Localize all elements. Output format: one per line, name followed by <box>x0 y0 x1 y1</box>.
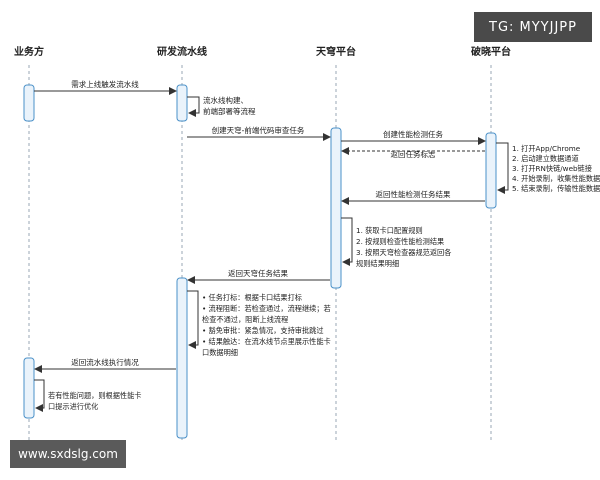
note-line: 3. 打开RN快链/web链接 <box>512 164 592 173</box>
note-line: • 流程阻断：若检查通过，流程继续；若 <box>202 304 331 313</box>
note-line: 2. 按规则检查性能检测结果 <box>356 237 444 246</box>
participant-poxiao: 破晓平台 <box>471 45 511 58</box>
note-line: 3. 按照天穹检查器规范返回各 <box>356 248 451 257</box>
note-line: 前端部署等流程 <box>203 106 256 116</box>
self-call-arrow <box>496 142 509 194</box>
note-line: 5. 结束录制，传输性能数据 <box>512 184 600 193</box>
activation-pipeline-2 <box>176 277 188 439</box>
activation-tianqiong <box>330 127 342 289</box>
message-label: 返回任务标志 <box>391 149 436 159</box>
watermark: www.sxdslg.com <box>10 440 126 468</box>
note-line: • 结果触达：在流水线节点里展示性能卡 <box>202 337 331 346</box>
note-line: 口提示进行优化 <box>48 402 98 411</box>
tg-badge: TG: MYYJJPP <box>474 12 592 42</box>
note-line: 若有性能问题，则根据性能卡 <box>48 391 141 400</box>
note-line: 规则结果明细 <box>356 259 399 268</box>
participant-tianqiong: 天穹平台 <box>316 45 356 58</box>
note-line: 2. 启动建立数据通道 <box>512 154 579 163</box>
note-line: 1. 打开App/Chrome <box>512 144 581 153</box>
message-label: 返回性能检测任务结果 <box>376 189 451 199</box>
activation-poxiao <box>485 132 497 209</box>
self-call-arrow <box>187 290 199 349</box>
message-label: 需求上线触发流水线 <box>71 79 139 89</box>
note-line: 流水线构建、 <box>203 95 248 105</box>
activation-pipeline-1 <box>176 84 188 122</box>
message-label: 返回流水线执行情况 <box>71 357 139 367</box>
message-label: 创建天穹-前端代码审查任务 <box>212 125 305 135</box>
note-line: 检查不通过，阻断上线流程 <box>202 315 288 324</box>
activation-biz-1 <box>23 84 35 122</box>
note-line: 口数据明细 <box>202 348 238 357</box>
self-call-arrow <box>341 217 353 266</box>
note-line: 4. 开始录制，收集性能数据 <box>512 174 600 183</box>
note-line: 1. 获取卡口配置规则 <box>356 226 423 235</box>
self-call-arrow <box>187 96 200 117</box>
self-call-arrow <box>34 379 45 412</box>
message-label: 创建性能检测任务 <box>383 129 443 139</box>
note-line: • 豁免审批：紧急情况，支持审批跳过 <box>202 326 324 335</box>
note-line: • 任务打标：根据卡口结果打标 <box>202 293 302 302</box>
participant-pipeline: 研发流水线 <box>157 45 207 58</box>
message-label: 返回天穹任务结果 <box>228 268 288 278</box>
participant-biz: 业务方 <box>14 45 44 58</box>
activation-biz-2 <box>23 357 35 419</box>
